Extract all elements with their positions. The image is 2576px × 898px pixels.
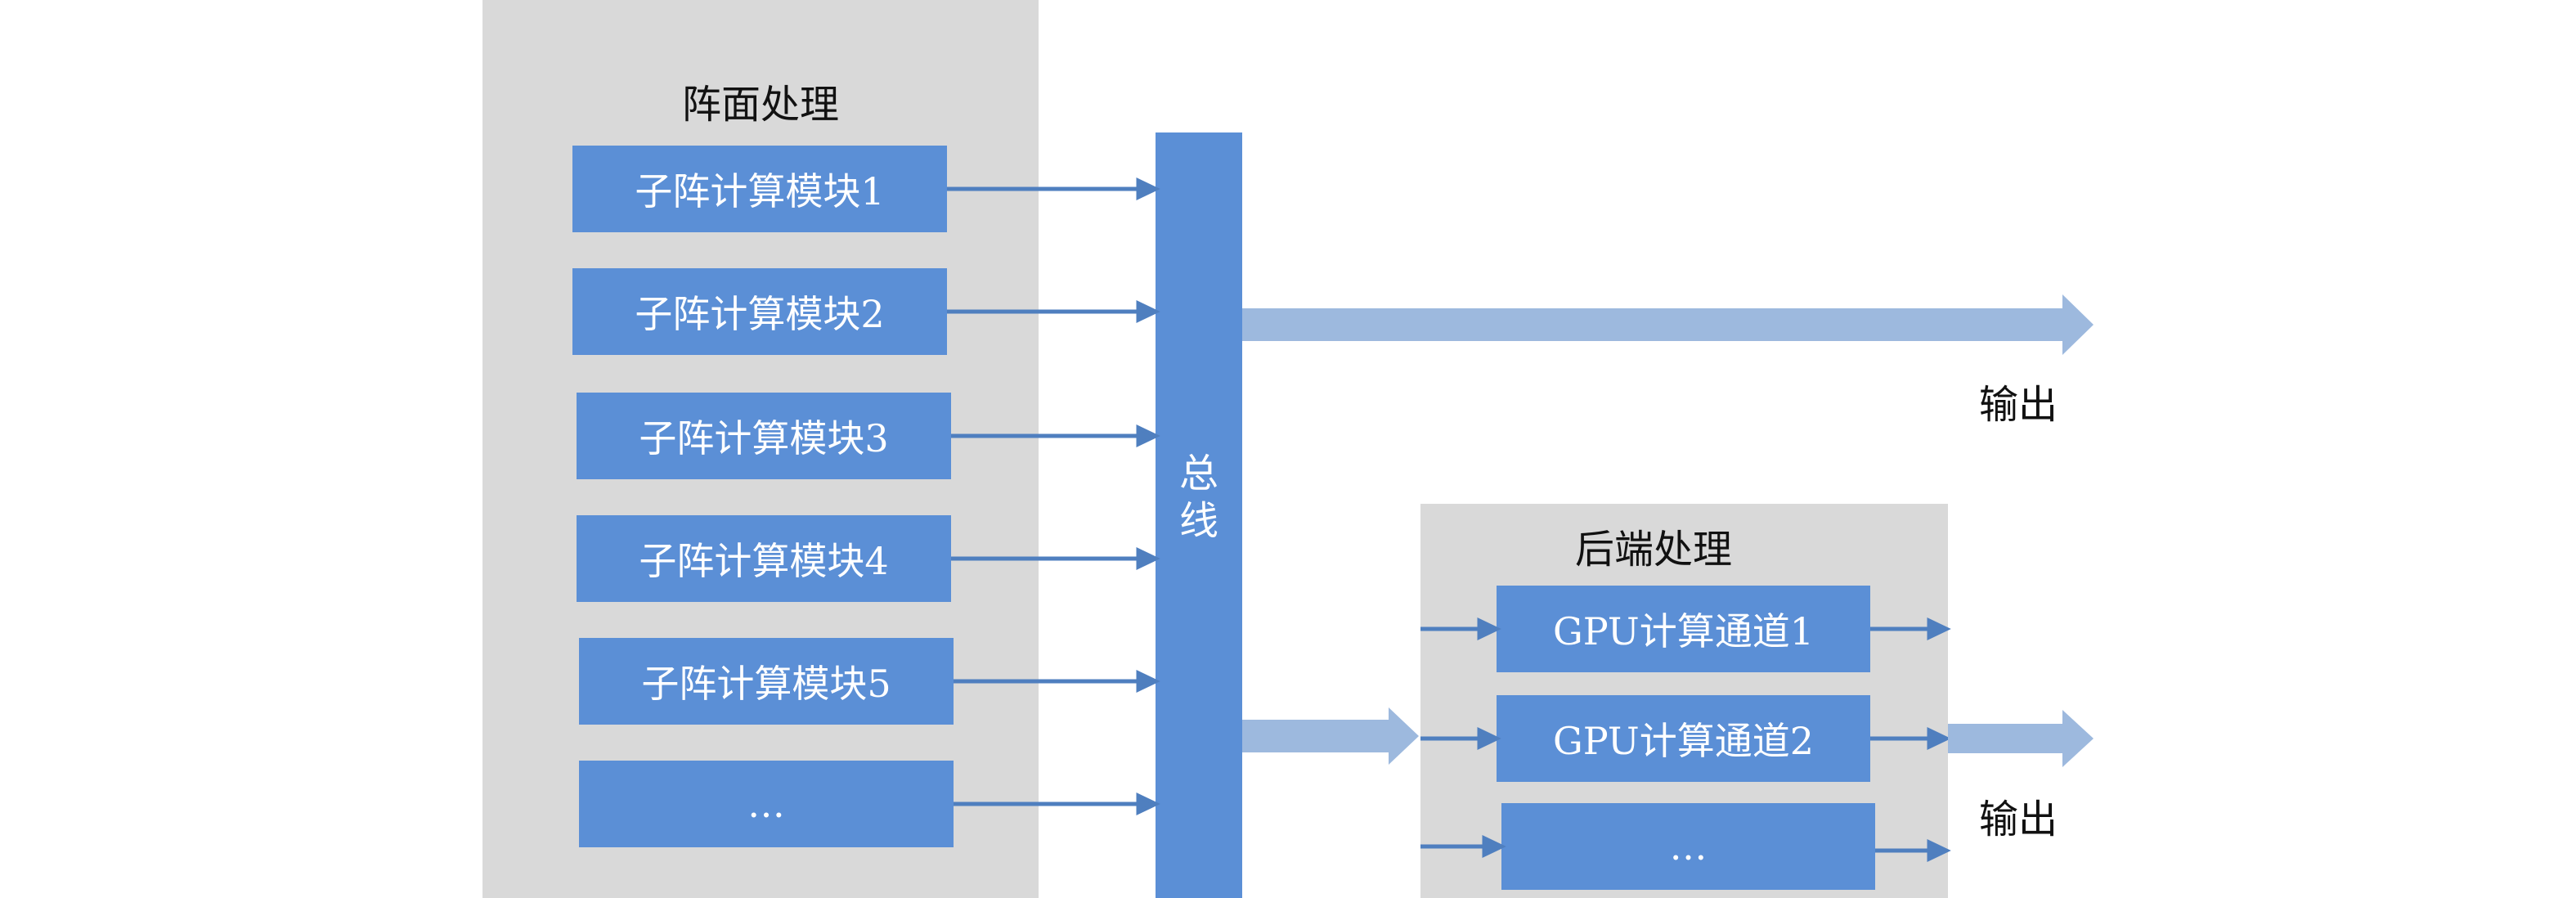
array-processing-title: 阵面处理	[681, 82, 839, 128]
arrow-out-gpu-2	[1870, 727, 1951, 750]
arrow-out-gpu-1	[1870, 617, 1951, 640]
gpu-channel-more: …	[1501, 803, 1875, 890]
gpu-channel-1: GPU计算通道1	[1497, 586, 1870, 672]
output-label-bottom: 输出	[1979, 797, 2058, 842]
arrow-bus-to-output-top	[1242, 294, 2094, 355]
subarray-module-3: 子阵计算模块3	[577, 393, 951, 479]
subarray-module-1: 子阵计算模块1	[572, 146, 947, 232]
subarray-module-more: …	[579, 761, 954, 847]
subarray-module-4: 子阵计算模块4	[577, 515, 951, 602]
arrow-bus-to-backend	[1242, 707, 1419, 765]
subarray-module-2: 子阵计算模块2	[572, 268, 947, 355]
arrow-module-5-to-bus	[954, 670, 1160, 693]
arrow-into-gpu-2	[1420, 727, 1501, 750]
backend-processing-title: 后端处理	[1574, 527, 1732, 572]
bus-label: 总线	[1178, 451, 1218, 544]
arrow-out-gpu-more	[1875, 839, 1951, 862]
arrow-backend-to-output-bottom	[1948, 710, 2094, 767]
output-label-top: 输出	[1979, 382, 2058, 428]
arrow-module-4-to-bus	[951, 547, 1160, 570]
arrow-module-2-to-bus	[947, 300, 1160, 323]
arrow-module-more-to-bus	[954, 792, 1160, 815]
bus-bar	[1156, 132, 1242, 898]
arrow-into-gpu-more	[1420, 835, 1506, 858]
arrow-into-gpu-1	[1420, 617, 1501, 640]
subarray-module-5: 子阵计算模块5	[579, 638, 954, 725]
arrow-module-1-to-bus	[947, 177, 1160, 200]
gpu-channel-2: GPU计算通道2	[1497, 695, 1870, 782]
arrow-module-3-to-bus	[951, 424, 1160, 447]
